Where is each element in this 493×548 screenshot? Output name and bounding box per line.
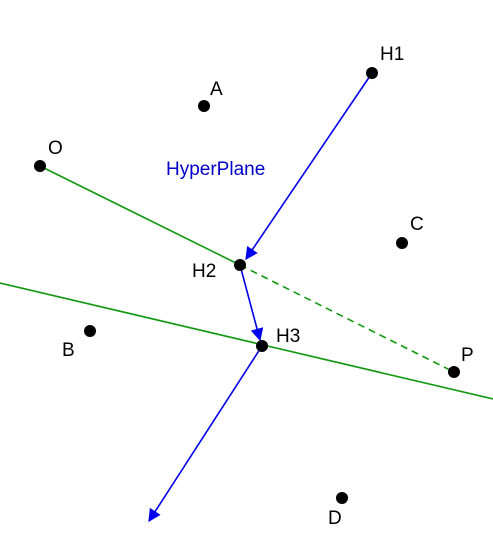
point-h2 (234, 259, 246, 271)
label-d: D (328, 508, 342, 529)
label-h1: H1 (380, 44, 404, 65)
label-a: A (210, 79, 223, 100)
label-o: O (48, 138, 63, 159)
point-o (34, 160, 46, 172)
hyperplane-caption: HyperPlane (166, 159, 265, 180)
hyperplane-line (0, 282, 493, 400)
vector-h3-out (148, 345, 263, 523)
line-o-h2 (39, 165, 241, 266)
label-p: P (461, 345, 474, 366)
point-c (396, 237, 408, 249)
vector-h1-h2 (245, 72, 373, 261)
label-b: B (62, 340, 75, 361)
label-h3: H3 (276, 326, 300, 347)
point-p (448, 366, 460, 378)
point-b (84, 325, 96, 337)
point-d (336, 492, 348, 504)
point-h3 (256, 340, 268, 352)
line-h2-p-dashed (239, 264, 455, 373)
label-h2: H2 (192, 261, 216, 282)
point-a (198, 100, 210, 112)
label-c: C (410, 214, 424, 235)
point-h1 (366, 67, 378, 79)
vector-h2-h3 (239, 264, 264, 342)
